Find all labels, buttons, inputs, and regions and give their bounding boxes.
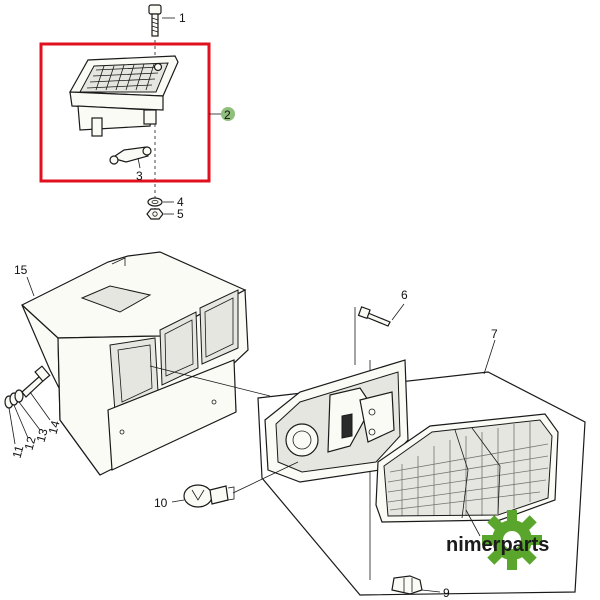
watermark: nimerparts — [446, 510, 549, 570]
callout-4: 4 — [177, 195, 184, 209]
nut-part — [146, 208, 164, 220]
watermark-text: nimerparts — [446, 534, 549, 556]
callout-9: 9 — [443, 586, 450, 600]
callout-7: 7 — [491, 327, 498, 341]
bolt-stack-part — [4, 365, 51, 409]
festoon-bulb-part — [109, 146, 152, 165]
tail-lamp-group: 6 7 — [149, 288, 586, 600]
callout-1: 1 — [179, 11, 186, 25]
callout-11: 11 — [10, 444, 27, 460]
callout-15: 15 — [14, 263, 28, 277]
lamp-guard-group: 15 11 12 13 14 — [4, 251, 249, 476]
highlight-box — [39, 42, 211, 183]
gear-logo — [482, 510, 542, 570]
lamp-guard-part — [20, 251, 249, 476]
bulb-10-part — [183, 461, 299, 508]
screw-part — [148, 4, 162, 37]
plate-lamp-group: 1 2 3 4 5 — [39, 4, 235, 221]
callout-6: 6 — [401, 288, 408, 302]
washer-part — [147, 197, 163, 207]
callout-5: 5 — [177, 207, 184, 221]
lamp-screw-part — [357, 306, 391, 327]
lamp-lens-part — [375, 413, 559, 523]
callout-10: 10 — [154, 496, 168, 510]
callout-14: 14 — [46, 419, 63, 436]
callout-marker-2 — [221, 107, 235, 121]
lamp-housing-part — [68, 55, 179, 137]
callout-12: 12 — [22, 435, 39, 452]
bulb-9-part — [391, 575, 423, 595]
callout-13: 13 — [34, 427, 51, 444]
callout-2: 2 — [224, 108, 231, 122]
callout-3: 3 — [136, 169, 143, 183]
lamp-body-part — [264, 359, 409, 483]
